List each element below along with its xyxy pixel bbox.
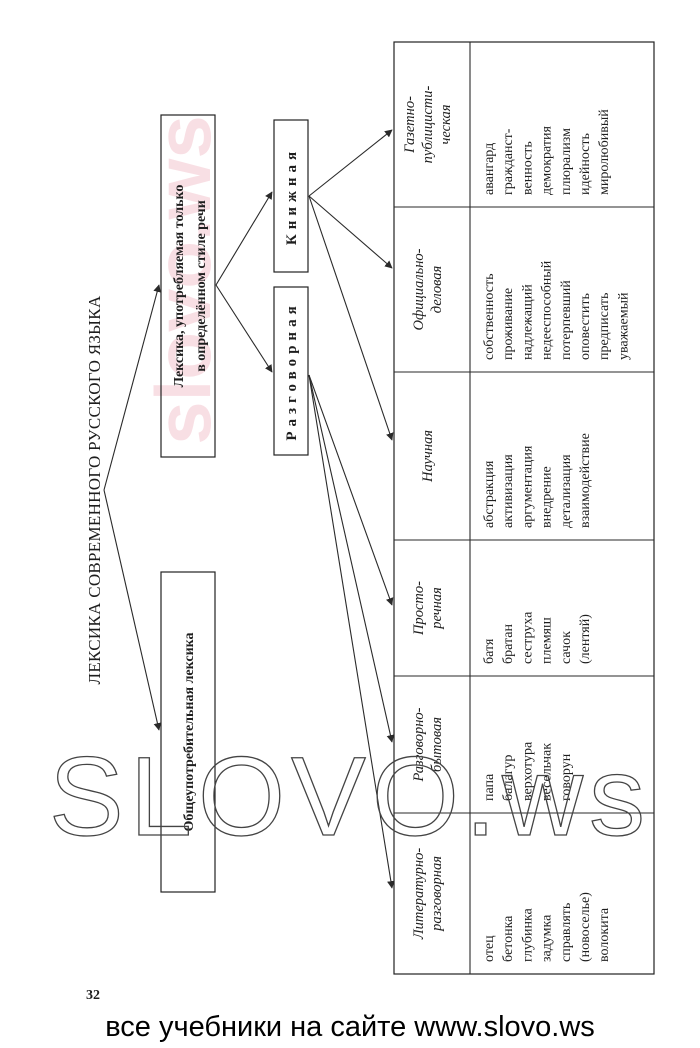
category-title: Литературно- bbox=[411, 848, 427, 941]
category-box: Официально-деловая собственность проживани… bbox=[411, 248, 631, 360]
category-word: плюрализм bbox=[559, 128, 574, 195]
category-word: уважаемый bbox=[616, 292, 631, 360]
category-word: сачок bbox=[559, 631, 574, 664]
category-word: братан bbox=[501, 624, 516, 664]
category-title: бытовая bbox=[429, 717, 445, 772]
bookish-box: Книжная bbox=[273, 119, 309, 273]
page-number: 32 bbox=[86, 988, 100, 1003]
bookish-label: Книжная bbox=[284, 147, 300, 245]
styled-lexis-line2: в определённом стиле речи bbox=[194, 200, 209, 372]
category-title: Газетно- bbox=[402, 96, 418, 154]
category-word: потерпевший bbox=[559, 280, 574, 360]
category-word: внедрение bbox=[540, 466, 555, 528]
category-outline bbox=[393, 41, 655, 975]
category-word: демократия bbox=[540, 126, 555, 195]
category-box: Литературно-разговорная отец бетонка глубин… bbox=[411, 848, 612, 962]
category-word: недееспособный bbox=[540, 260, 555, 360]
category-word: батя bbox=[482, 638, 497, 664]
category-word: аргументация bbox=[520, 445, 535, 528]
colloquial-box: Разговорная bbox=[273, 286, 309, 456]
styled-lexis-line1: Лексика, употребляемая только bbox=[172, 185, 187, 388]
diagram-title: ЛЕКСИКА СОВРЕМЕННОГО РУССКОГО ЯЗЫКА bbox=[85, 295, 104, 684]
colloquial-label: Разговорная bbox=[284, 301, 300, 440]
category-word: (новоселье) bbox=[578, 892, 593, 962]
watermark-pink: slovo.ws bbox=[139, 115, 227, 444]
category-items: Литературно-разговорная отец бетонка глубин… bbox=[402, 85, 631, 962]
category-dividers bbox=[394, 206, 654, 814]
category-word: глубинка bbox=[520, 907, 535, 962]
site-footer: все учебники на сайте www.slovo.ws bbox=[105, 1011, 595, 1043]
category-word: детализация bbox=[559, 454, 574, 528]
category-word: проживание bbox=[501, 288, 516, 360]
connector-arrows bbox=[103, 129, 395, 889]
category-title: ческая bbox=[438, 104, 454, 144]
category-word: надлежащий bbox=[520, 284, 535, 360]
category-word: абстракция bbox=[482, 460, 497, 528]
category-title: разговорная bbox=[429, 856, 445, 932]
category-word: предписать bbox=[597, 293, 612, 360]
common-lexis-label: Общеупотребительная лексика bbox=[182, 633, 197, 832]
category-word: говорун bbox=[559, 753, 574, 801]
category-word: папа bbox=[482, 773, 497, 801]
category-word: собственность bbox=[482, 274, 497, 360]
category-word: (лентяй) bbox=[578, 614, 593, 664]
category-title: Разговорно- bbox=[411, 707, 427, 782]
category-word: гражданст- bbox=[501, 128, 516, 195]
category-title: Официально- bbox=[411, 248, 427, 330]
category-title: публицисти- bbox=[420, 85, 436, 163]
category-word: задумка bbox=[540, 914, 555, 962]
category-word: бетонка bbox=[501, 915, 516, 962]
category-box: Газетно-публицисти-ческая авангард граждан… bbox=[402, 85, 612, 195]
category-word: оповестить bbox=[578, 293, 593, 360]
category-title: речная bbox=[429, 587, 445, 630]
common-lexis-box: Общеупотребительная лексика bbox=[160, 571, 216, 893]
category-word: венность bbox=[520, 141, 535, 195]
category-word: волокита bbox=[597, 907, 612, 962]
category-title: Научная bbox=[420, 430, 436, 483]
category-word: отец bbox=[482, 935, 497, 962]
vocabulary-diagram: slovo.ws ЛЕКСИКА СОВРЕМЕННОГО РУССКОГО Я… bbox=[48, 41, 655, 1003]
category-word: авангард bbox=[482, 143, 497, 195]
category-title: Просто- bbox=[411, 581, 427, 636]
category-title: деловая bbox=[429, 265, 445, 313]
category-word: миролюбивый bbox=[597, 109, 612, 195]
watermark-outline: SLOVO.ws bbox=[49, 734, 651, 859]
styled-lexis-box: Лексика, употребляемая только в определё… bbox=[160, 114, 216, 458]
category-box: Просто-речная батя братан сеструха племяш сач… bbox=[411, 581, 593, 664]
category-word: балагур bbox=[501, 755, 516, 801]
category-word: племяш bbox=[540, 617, 555, 664]
category-box: Научная абстракция активизация аргументация… bbox=[420, 430, 593, 528]
category-word: весельчак bbox=[540, 743, 555, 801]
category-word: активизация bbox=[501, 454, 516, 528]
category-word: справлять bbox=[559, 903, 574, 962]
category-word: взаимодействие bbox=[578, 433, 593, 528]
category-box: Разговорно-бытовая папа балагур верхотура ве… bbox=[411, 707, 574, 801]
category-word: сеструха bbox=[520, 611, 535, 664]
category-word: верхотура bbox=[520, 741, 535, 801]
category-word: идейность bbox=[578, 133, 593, 195]
